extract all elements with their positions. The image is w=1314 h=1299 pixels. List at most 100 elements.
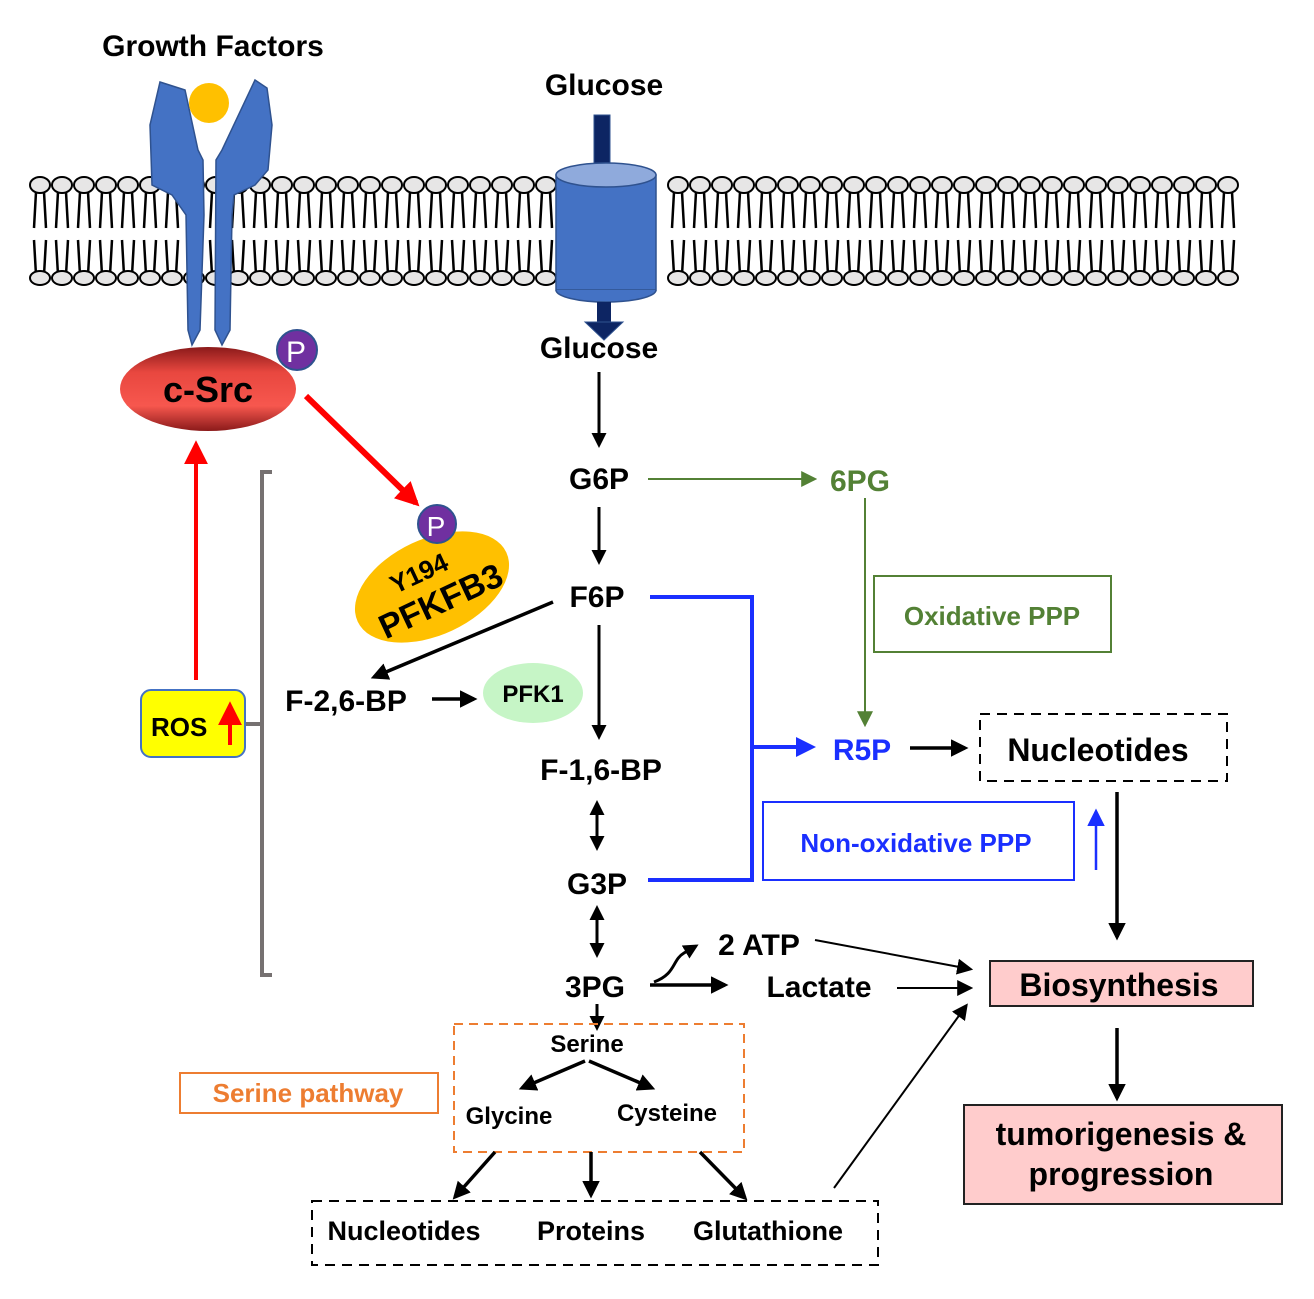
tumorigenesis-box — [963, 1104, 1283, 1205]
f6p-to-r5p-connector — [648, 595, 754, 882]
serine-pathway-label-box — [179, 1072, 439, 1114]
lipid-molecule — [711, 176, 733, 286]
3pg-label: 3PG — [565, 971, 625, 1004]
glucose-intracellular-label: Glucose — [540, 332, 658, 365]
lipid-molecule — [931, 176, 953, 286]
ros-label: ROS — [151, 712, 207, 742]
lipid-molecule — [909, 176, 931, 286]
lactate-label: Lactate — [766, 971, 871, 1004]
c-src-node: c-Src — [120, 347, 296, 431]
pfk1-label: PFK1 — [502, 681, 563, 708]
cysteine-to-glutathione-arrow — [698, 1150, 748, 1201]
glycine-to-nucleotides-arrow — [452, 1150, 497, 1200]
cysteine-label: Cysteine — [617, 1100, 717, 1127]
products-box — [311, 1200, 879, 1266]
serine-label: Serine — [550, 1031, 623, 1058]
f16bp-label: F-1,6-BP — [540, 754, 662, 787]
lipid-molecule — [821, 176, 843, 286]
serine-to-cysteine-arrow — [588, 1059, 656, 1091]
lipid-molecule — [997, 176, 1019, 286]
lipid-molecule — [667, 176, 689, 286]
serine-pathway-box — [453, 1023, 745, 1153]
glycine-label: Glycine — [466, 1103, 553, 1130]
atp-label: 2 ATP — [718, 929, 800, 962]
svg-text:P: P — [427, 511, 446, 542]
lipid-molecule — [139, 176, 161, 286]
lipid-molecule — [337, 176, 359, 286]
ros-box: ROS — [140, 689, 246, 758]
lipid-molecule — [513, 176, 535, 286]
3pg-to-atp-arrow — [653, 944, 699, 984]
phosphate-circle-icon: P — [417, 504, 457, 544]
lipid-molecule — [447, 176, 469, 286]
tumorigenesis-label-line2: progression — [1029, 1156, 1214, 1192]
lipid-molecule — [1107, 176, 1129, 286]
biosynthesis-label: Biosynthesis — [1019, 967, 1218, 1003]
lipid-molecule — [755, 176, 777, 286]
oxidative-ppp-box — [873, 575, 1112, 653]
lipid-molecule — [1151, 176, 1173, 286]
glucose-extracellular-label: Glucose — [545, 69, 663, 102]
lipid-molecule — [73, 176, 95, 286]
lipid-molecule — [1085, 176, 1107, 286]
lipid-molecule — [799, 176, 821, 286]
oxidative-ppp-label: Oxidative PPP — [904, 601, 1080, 631]
c-src-label: c-Src — [163, 369, 253, 410]
lipid-molecule — [1041, 176, 1063, 286]
f26bp-label: F-2,6-BP — [285, 685, 407, 718]
nucleotides-top-box — [979, 713, 1228, 782]
growth-factors-label: Growth Factors — [102, 30, 324, 63]
lipid-molecule — [469, 176, 491, 286]
glutathione-label: Glutathione — [693, 1216, 843, 1246]
lipid-molecule — [1063, 176, 1085, 286]
lipid-molecule — [975, 176, 997, 286]
nucleotides-bottom-label: Nucleotides — [327, 1216, 480, 1246]
lipid-molecule — [491, 176, 513, 286]
6pg-label: 6PG — [830, 465, 890, 498]
lipid-molecule — [95, 176, 117, 286]
non-oxidative-ppp-label: Non-oxidative PPP — [800, 828, 1031, 858]
serine-to-glycine-arrow — [518, 1059, 586, 1091]
lipid-molecule — [51, 176, 73, 286]
r5p-label: R5P — [833, 734, 891, 767]
g6p-label: G6P — [569, 463, 629, 496]
lipid-molecule — [117, 176, 139, 286]
lipid-molecule — [293, 176, 315, 286]
lipid-molecule — [733, 176, 755, 286]
lipid-molecule — [359, 176, 381, 286]
lipid-bilayer-icon — [29, 176, 1239, 286]
proteins-label: Proteins — [537, 1216, 645, 1246]
biosynthesis-box — [989, 960, 1254, 1007]
lipid-molecule — [271, 176, 293, 286]
lipid-molecule — [1129, 176, 1151, 286]
lipid-molecule — [249, 176, 271, 286]
serine-pathway-label: Serine pathway — [213, 1078, 404, 1108]
lipid-molecule — [29, 176, 51, 286]
csrc-to-pfkfb3-arrow — [303, 393, 420, 507]
atp-to-biosynthesis-arrow — [814, 939, 974, 975]
receptor-tyrosine-kinase-icon — [149, 78, 273, 348]
lipid-molecule — [865, 176, 887, 286]
pfkfb3-node: Y194 PFKFB3 — [354, 531, 510, 647]
phosphate-circle-icon: P — [276, 329, 318, 371]
lipid-molecule — [315, 176, 337, 286]
lipid-molecule — [689, 176, 711, 286]
lipid-molecule — [887, 176, 909, 286]
lipid-molecule — [777, 176, 799, 286]
f6p-label: F6P — [569, 581, 624, 614]
lipid-molecule — [1019, 176, 1041, 286]
glucose-transporter-icon — [555, 114, 657, 341]
f6p-to-f26bp-arrow — [370, 600, 554, 680]
lipid-molecule — [1173, 176, 1195, 286]
pfk1-node: PFK1 — [483, 663, 583, 723]
g3p-label: G3P — [567, 868, 627, 901]
lipid-molecule — [425, 176, 447, 286]
svg-text:P: P — [286, 336, 306, 369]
lipid-molecule — [1195, 176, 1217, 286]
lipid-molecule — [953, 176, 975, 286]
ligand-icon — [189, 83, 229, 123]
lipid-molecule — [1217, 176, 1239, 286]
lipid-molecule — [535, 176, 557, 286]
tumorigenesis-label-line1: tumorigenesis & — [996, 1116, 1247, 1152]
